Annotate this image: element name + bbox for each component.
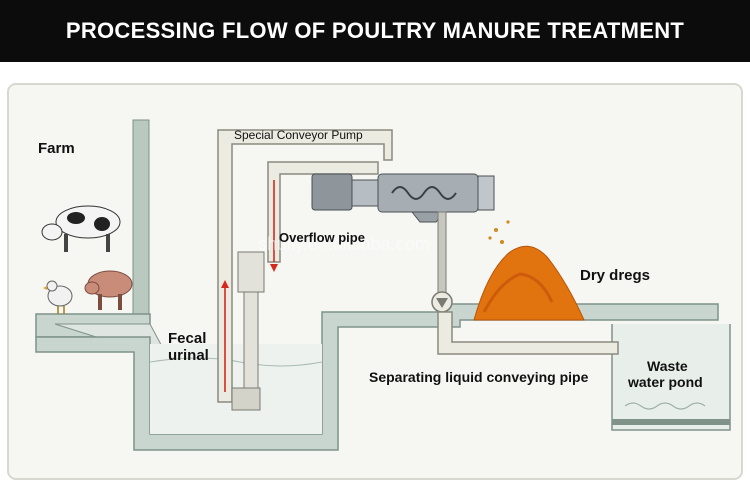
- label-fecal: Fecal: [168, 330, 207, 347]
- farm-wall: [132, 119, 150, 341]
- label-urinal: urinal: [168, 347, 209, 364]
- page-title: PROCESSING FLOW OF POULTRY MANURE TREATM…: [65, 18, 685, 43]
- downflow-arrow: [270, 264, 278, 272]
- label-separating-pipe: Separating liquid conveying pipe: [369, 369, 589, 385]
- label-water-pond: water pond: [628, 374, 703, 390]
- upflow-arrow: [221, 280, 229, 288]
- liquid-conveying-pipe: [437, 311, 619, 355]
- pond-water-ripple: [624, 402, 706, 410]
- cow-icon: [41, 205, 121, 252]
- label-farm: Farm: [38, 140, 75, 157]
- separator-motor: [311, 173, 353, 211]
- separator-gearbox: [351, 179, 379, 207]
- process-diagram: shuliy.en.alibaba.com Farm Special Conve…: [0, 62, 750, 488]
- overflow-pipe: [267, 161, 379, 263]
- pump-shaft: [243, 291, 259, 389]
- pig-icon: [84, 270, 133, 310]
- label-dry-dregs: Dry dregs: [580, 267, 651, 284]
- title-banner: PROCESSING FLOW OF POULTRY MANURE TREATM…: [0, 0, 750, 62]
- separator-hopper: [410, 211, 446, 223]
- watermark: shuliy.en.alibaba.com: [258, 234, 430, 254]
- falling-dreg: [494, 228, 498, 232]
- pit-water-line: [149, 357, 323, 367]
- screw-flight: [391, 186, 457, 200]
- label-waste: Waste: [647, 358, 688, 374]
- pump-base: [231, 387, 261, 411]
- label-conveyor-pump: Special Conveyor Pump: [234, 128, 363, 142]
- falling-dreg: [500, 240, 504, 244]
- separator-outlet: [477, 175, 495, 211]
- falling-dreg: [506, 220, 510, 224]
- diagram-canvas: shuliy.en.alibaba.com: [7, 83, 743, 480]
- dry-dregs-pile: [473, 245, 585, 321]
- conveyor-pump-pipe: [217, 129, 393, 403]
- chicken-icon: [43, 280, 73, 314]
- falling-dreg: [488, 236, 492, 240]
- label-overflow-pipe: Overflow pipe: [279, 230, 365, 245]
- dregs-shading: [482, 272, 554, 313]
- pump-body: [237, 251, 265, 293]
- valve-arrow-icon: [436, 298, 448, 308]
